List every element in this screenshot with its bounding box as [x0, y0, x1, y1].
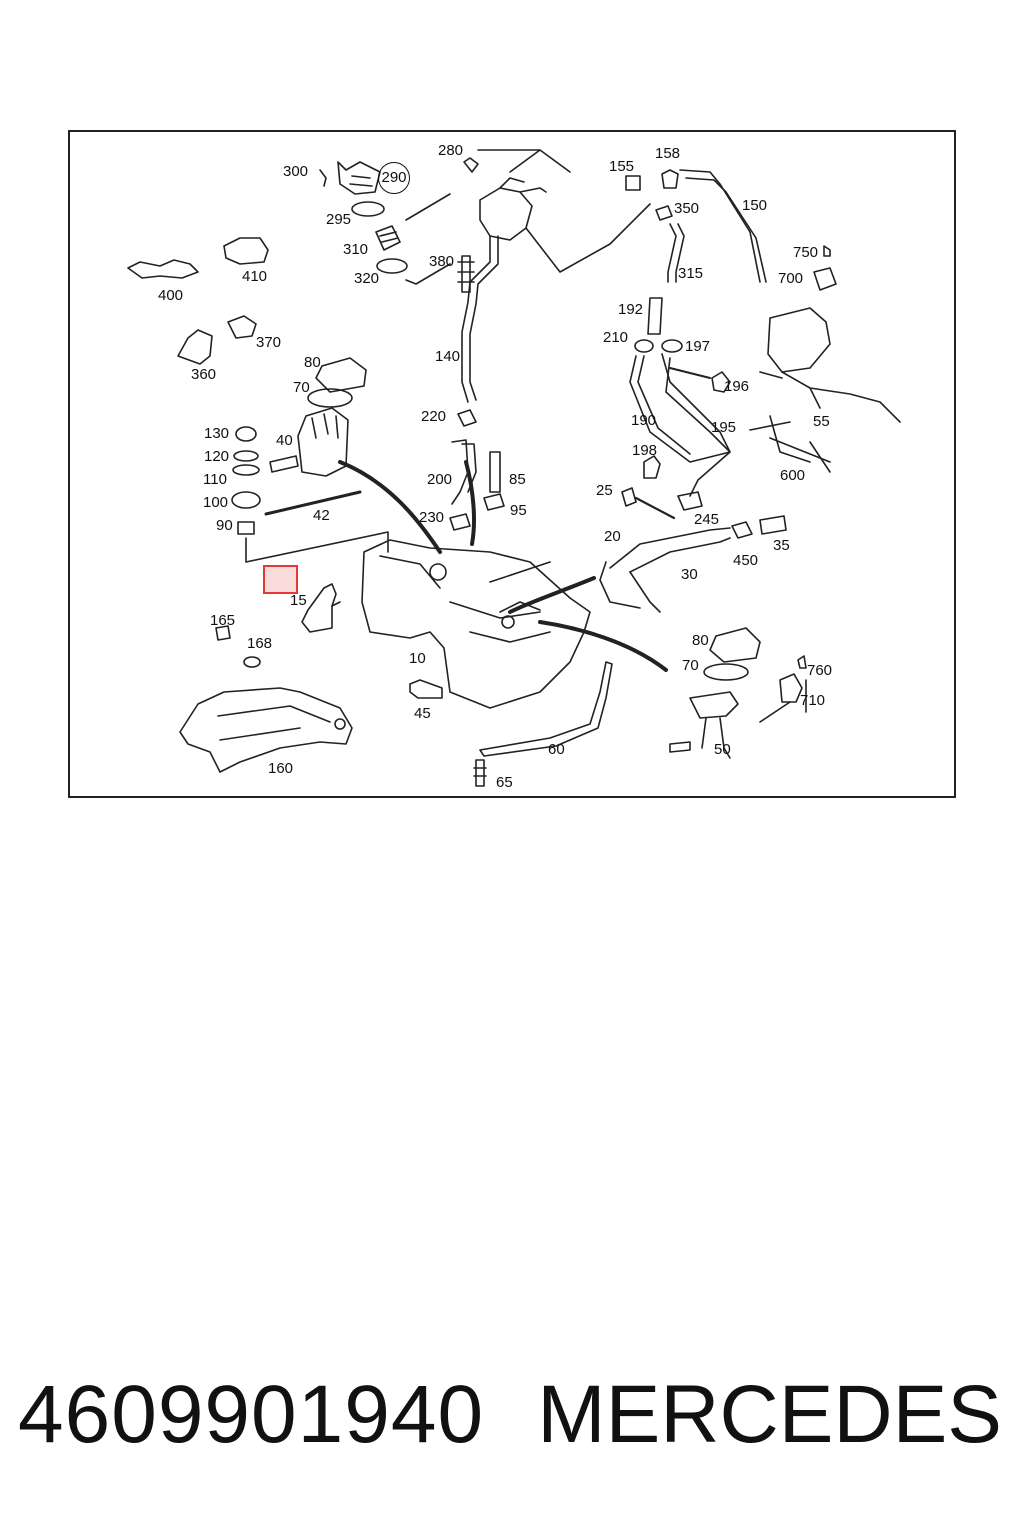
- part-label-10[interactable]: 10: [409, 650, 426, 667]
- part-label-70a[interactable]: 70: [293, 379, 310, 396]
- part-label-220[interactable]: 220: [421, 408, 447, 425]
- part-label-30[interactable]: 30: [681, 566, 698, 583]
- part-label-15[interactable]: 15: [290, 592, 307, 609]
- part-label-190[interactable]: 190: [631, 412, 657, 429]
- part-label-40[interactable]: 40: [276, 432, 293, 449]
- part-label-195[interactable]: 195: [711, 419, 737, 436]
- part-label-60[interactable]: 60: [548, 741, 565, 758]
- part-label-45[interactable]: 45: [414, 705, 431, 722]
- part-label-400[interactable]: 400: [158, 287, 184, 304]
- part-label-360[interactable]: 360: [191, 366, 217, 383]
- part-label-90[interactable]: 90: [216, 517, 233, 534]
- part-label-80b[interactable]: 80: [692, 632, 709, 649]
- part-label-230[interactable]: 230: [419, 509, 445, 526]
- part-label-295[interactable]: 295: [326, 211, 352, 228]
- part-label-600[interactable]: 600: [780, 467, 806, 484]
- part-label-700[interactable]: 700: [778, 270, 804, 287]
- part-label-315[interactable]: 315: [678, 265, 704, 282]
- part-label-410[interactable]: 410: [242, 268, 268, 285]
- part-label-310[interactable]: 310: [343, 241, 369, 258]
- part-label-760[interactable]: 760: [807, 662, 833, 679]
- part-label-150[interactable]: 150: [742, 197, 768, 214]
- part-label-300[interactable]: 300: [283, 163, 309, 180]
- part-label-55[interactable]: 55: [813, 413, 830, 430]
- part-label-197[interactable]: 197: [685, 338, 711, 355]
- part-label-320[interactable]: 320: [354, 270, 380, 287]
- part-label-192[interactable]: 192: [618, 301, 644, 318]
- part-label-110[interactable]: 110: [203, 471, 227, 488]
- part-label-50[interactable]: 50: [714, 741, 731, 758]
- part-label-80a[interactable]: 80: [304, 354, 321, 371]
- part-label-120[interactable]: 120: [204, 448, 230, 465]
- part-label-160[interactable]: 160: [268, 760, 294, 777]
- part-label-140[interactable]: 140: [435, 348, 461, 365]
- part-label-168[interactable]: 168: [247, 635, 273, 652]
- part-label-70b[interactable]: 70: [682, 657, 699, 674]
- part-label-20[interactable]: 20: [604, 528, 621, 545]
- part-label-165[interactable]: 165: [210, 612, 236, 629]
- part-label-42[interactable]: 42: [313, 507, 330, 524]
- part-label-85[interactable]: 85: [509, 471, 526, 488]
- part-label-245[interactable]: 245: [694, 511, 720, 528]
- caption-bar: 4609901940 MERCEDES: [0, 1360, 1024, 1470]
- part-label-65[interactable]: 65: [496, 774, 513, 791]
- part-label-158[interactable]: 158: [655, 145, 681, 162]
- brand-name: MERCEDES: [537, 1369, 1002, 1460]
- part-label-750[interactable]: 750: [793, 244, 819, 261]
- part-label-95[interactable]: 95: [510, 502, 527, 519]
- part-label-200[interactable]: 200: [427, 471, 453, 488]
- part-label-710[interactable]: 710: [800, 692, 826, 709]
- part-label-130[interactable]: 130: [204, 425, 230, 442]
- part-label-198[interactable]: 198: [632, 442, 658, 459]
- part-label-25[interactable]: 25: [596, 482, 613, 499]
- part-label-100[interactable]: 100: [203, 494, 229, 511]
- part-label-380[interactable]: 380: [429, 253, 455, 270]
- part-label-196[interactable]: 196: [724, 378, 750, 395]
- part-label-280[interactable]: 280: [438, 142, 464, 159]
- part-label-35[interactable]: 35: [773, 537, 790, 554]
- part-label-290[interactable]: 290: [378, 162, 410, 194]
- part-label-155[interactable]: 155: [609, 158, 635, 175]
- part-label-370[interactable]: 370: [256, 334, 282, 351]
- highlighted-part-marker: [263, 565, 298, 594]
- part-label-210[interactable]: 210: [603, 329, 629, 346]
- exploded-parts-drawing: [127, 149, 901, 787]
- part-label-350[interactable]: 350: [674, 200, 700, 217]
- part-number: 4609901940: [18, 1369, 485, 1460]
- part-label-450[interactable]: 450: [733, 552, 759, 569]
- parts-diagram-frame: 300 290 280 155 158 150 295 350 310 750 320 380 315 7…: [68, 130, 956, 798]
